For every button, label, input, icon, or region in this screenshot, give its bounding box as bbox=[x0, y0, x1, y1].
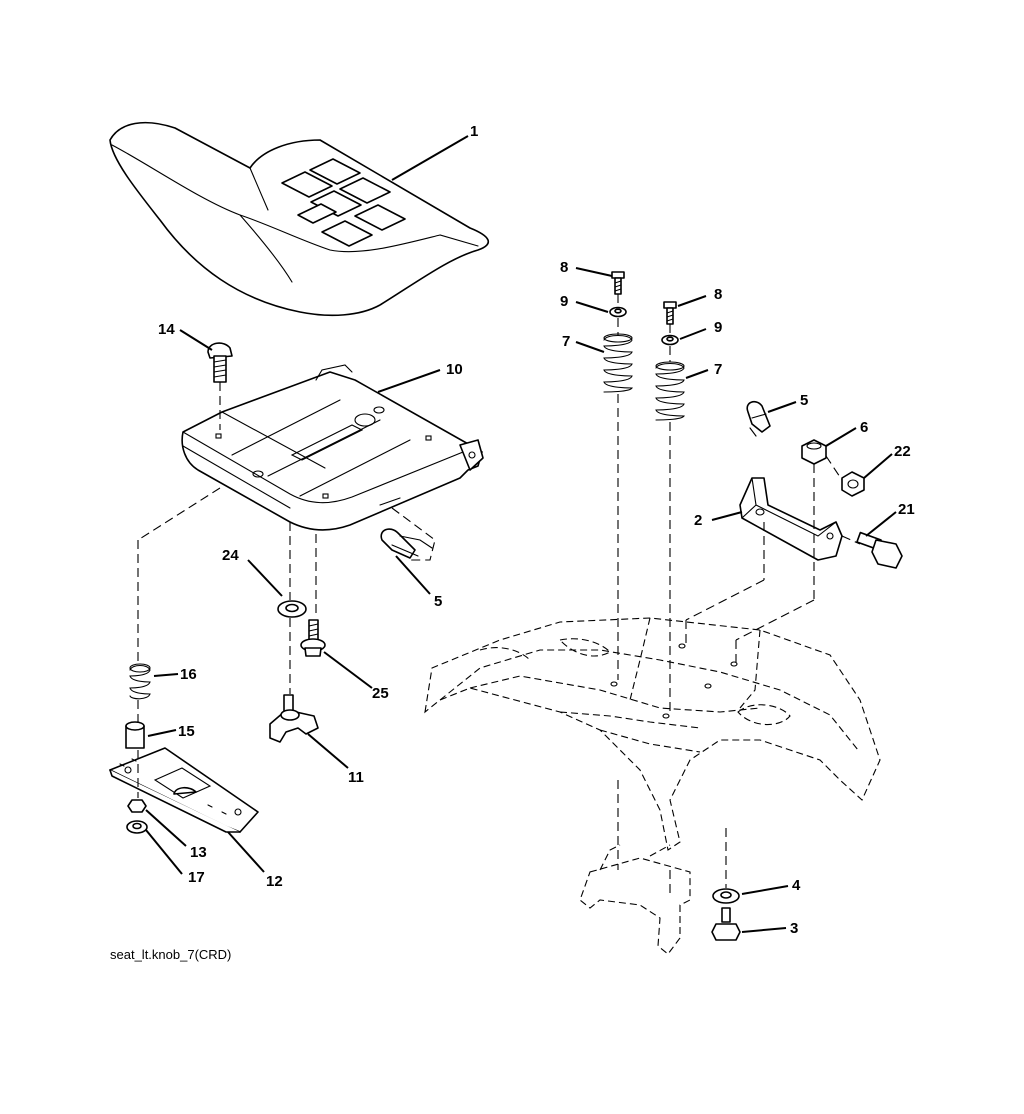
washer-part-4 bbox=[712, 888, 740, 904]
bracket-part bbox=[739, 477, 843, 561]
spring-part-7-right bbox=[655, 361, 685, 421]
callout-14: 14 bbox=[158, 321, 175, 338]
callout-4: 4 bbox=[792, 877, 801, 894]
assembly-lines bbox=[137, 294, 861, 896]
washer-part-9-left bbox=[609, 306, 627, 318]
callout-5-left: 5 bbox=[434, 593, 442, 610]
callout-8-left: 8 bbox=[560, 259, 568, 276]
spring-part-16 bbox=[129, 663, 151, 700]
washer-part-9-right bbox=[661, 334, 679, 346]
clip-part-left bbox=[380, 507, 436, 561]
callout-8-right: 8 bbox=[714, 286, 722, 303]
callout-10: 10 bbox=[446, 361, 463, 378]
callout-7-right: 7 bbox=[714, 361, 722, 378]
knob-part bbox=[269, 694, 319, 743]
callout-21: 21 bbox=[898, 501, 915, 518]
slide-bracket-part bbox=[109, 747, 259, 833]
washer-part-17 bbox=[126, 820, 148, 834]
callout-1: 1 bbox=[470, 123, 478, 140]
callout-16: 16 bbox=[180, 666, 197, 683]
spacer-part bbox=[125, 721, 145, 749]
spring-part-7-left bbox=[603, 333, 633, 393]
callout-6: 6 bbox=[860, 419, 868, 436]
hex-bolt-part-3 bbox=[711, 907, 741, 941]
carriage-bolt-part bbox=[207, 342, 233, 383]
fender-frame-phantom bbox=[424, 617, 881, 955]
leader-lines bbox=[145, 135, 897, 933]
bolt-part-8-left bbox=[611, 271, 625, 295]
shoulder-bolt-part-21 bbox=[856, 531, 903, 569]
callout-9-left: 9 bbox=[560, 293, 568, 310]
locknut-part-22 bbox=[841, 471, 865, 497]
bolt-part-8-right bbox=[663, 301, 677, 325]
diagram-caption: seat_lt.knob_7(CRD) bbox=[110, 947, 232, 962]
nut-part-13 bbox=[127, 799, 147, 813]
callout-5-right: 5 bbox=[800, 392, 808, 409]
callout-2: 2 bbox=[694, 512, 702, 529]
washer-part-24 bbox=[277, 600, 307, 618]
callout-15: 15 bbox=[178, 723, 195, 740]
callout-17: 17 bbox=[188, 869, 205, 886]
seat-cushion-pads bbox=[281, 158, 406, 247]
callout-12: 12 bbox=[266, 873, 283, 890]
callout-3: 3 bbox=[790, 920, 798, 937]
seat-pan-part bbox=[181, 364, 484, 531]
callout-labels: 1 10 14 5 24 25 11 16 15 12 13 17 8 8 9 … bbox=[158, 123, 915, 937]
callout-22: 22 bbox=[894, 443, 911, 460]
nut-part-6 bbox=[801, 439, 827, 465]
seat-part bbox=[109, 121, 490, 317]
callout-24: 24 bbox=[222, 547, 239, 564]
shoulder-bolt-part bbox=[300, 619, 326, 657]
callout-25: 25 bbox=[372, 685, 389, 702]
callout-7-left: 7 bbox=[562, 333, 570, 350]
callout-9-right: 9 bbox=[714, 319, 722, 336]
clip-part-right bbox=[746, 400, 771, 437]
callout-13: 13 bbox=[190, 844, 207, 861]
callout-11: 11 bbox=[348, 769, 364, 786]
